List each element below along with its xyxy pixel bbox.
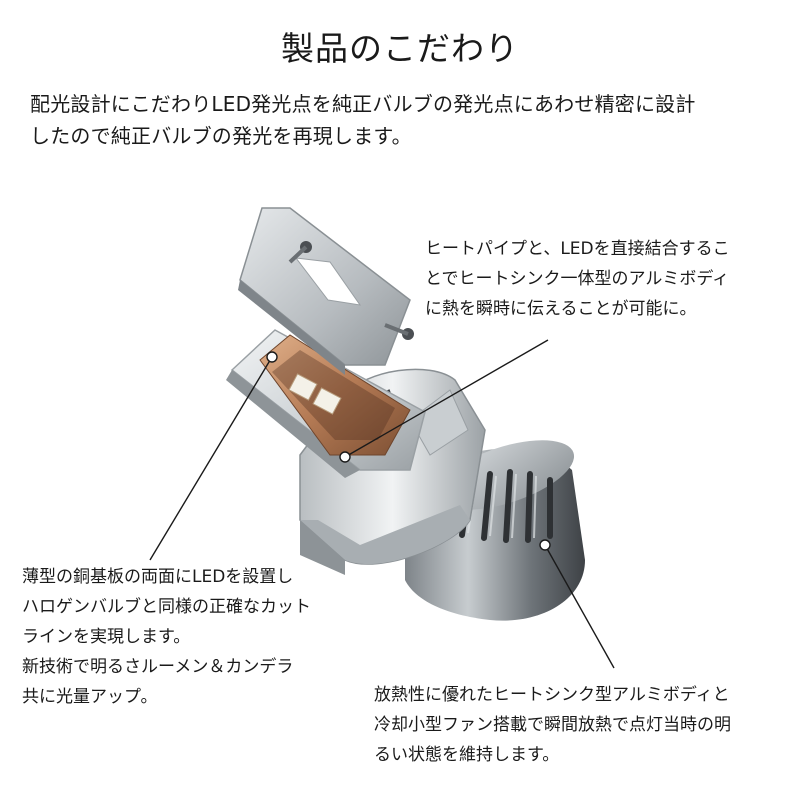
led-housing bbox=[226, 329, 426, 478]
callout-line: 共に光量アップ。 bbox=[22, 687, 158, 707]
led-chips bbox=[288, 373, 342, 415]
callout-line: ラインを実現します。 bbox=[22, 627, 191, 647]
heat-pipe-bracket bbox=[238, 207, 414, 375]
callout-line: ヒートパイプと、LEDを直接結合するこ bbox=[425, 239, 730, 259]
callout-leaders bbox=[149, 339, 615, 669]
callout-line: 放熱性に優れたヒートシンク型アルミボディと bbox=[374, 685, 730, 705]
screw-icon bbox=[288, 241, 312, 264]
callout-line: るい状態を維持します。 bbox=[374, 745, 560, 765]
screw-icon bbox=[384, 323, 414, 340]
callout-heat-pipe: ヒートパイプと、LEDを直接結合するこ とでヒートシンク一体型のアルミボディ に… bbox=[425, 234, 730, 324]
intro-line: したので純正バルブの発光を再現します。 bbox=[30, 124, 412, 148]
page-title: 製品のこだわり bbox=[281, 29, 519, 68]
callout-line: とでヒートシンク一体型のアルミボディ bbox=[425, 269, 730, 289]
callout-line: 新技術で明るさルーメン＆カンデラ bbox=[22, 657, 294, 677]
callout-line: に熱を瞬時に伝えることが可能に。 bbox=[425, 299, 697, 319]
callout-line: 冷却小型ファン搭載で瞬間放熱で点灯当時の明 bbox=[374, 715, 731, 735]
callout-line: 薄型の銅基板の両面にLEDを設置し bbox=[22, 567, 294, 587]
intro-line: 配光設計にこだわりLED発光点を純正バルブの発光点にあわせ精密に設計 bbox=[30, 92, 696, 116]
callout-copper-board: 薄型の銅基板の両面にLEDを設置し ハロゲンバルブと同様の正確なカット ラインを… bbox=[22, 562, 311, 712]
callout-heat-sink: 放熱性に優れたヒートシンク型アルミボディと 冷却小型ファン搭載で瞬間放熱で点灯当… bbox=[374, 680, 731, 770]
callout-line: ハロゲンバルブと同様の正確なカット bbox=[22, 597, 311, 617]
intro-text: 配光設計にこだわりLED発光点を純正バルブの発光点にあわせ精密に設計 したので純… bbox=[30, 88, 780, 152]
